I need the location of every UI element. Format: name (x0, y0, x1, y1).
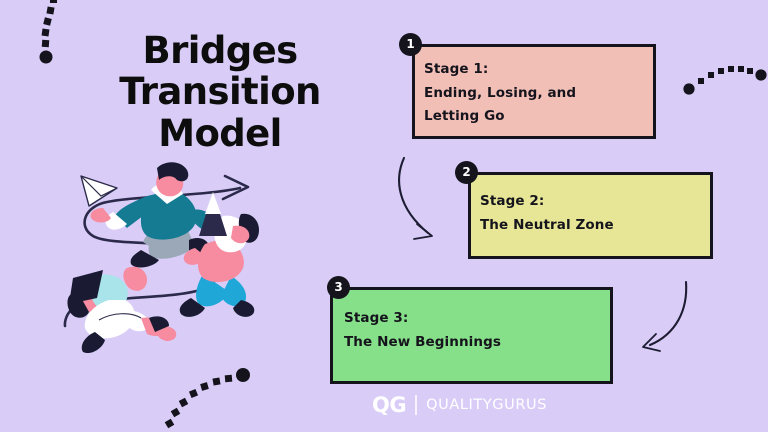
dotted-arc-top-right-icon (683, 66, 767, 95)
stage-2-text: Stage 2: The Neutral Zone (480, 190, 614, 237)
stage-1-text: Stage 1: Ending, Losing, and Letting Go (424, 58, 576, 129)
stage-2-line-1: Stage 2: (480, 193, 545, 209)
logo-wordmark: QUALITYGURUS (426, 396, 548, 413)
stage-2-line-2: The Neutral Zone (480, 216, 614, 233)
stage-1-line-3: Letting Go (424, 108, 505, 125)
dotted-arc-top-left-icon (39, 0, 57, 64)
figure-right (179, 192, 259, 317)
stage-3-text: Stage 3: The New Beginnings (344, 307, 501, 354)
stage-2-badge: 2 (455, 161, 478, 184)
stage-1-badge: 1 (399, 33, 422, 56)
page-title: Bridges Transition Model (70, 29, 370, 155)
stage-1-line-1: Stage 1: (424, 61, 489, 77)
curved-arrow-2-to-3-icon (642, 280, 688, 352)
logo-divider (415, 395, 418, 415)
figure-bottom-left (67, 266, 177, 353)
title-line-3: Model (158, 111, 282, 155)
dotted-arc-bottom-left-icon (164, 368, 250, 429)
stage-3-line-2: The New Beginnings (344, 333, 501, 350)
title-line-1: Bridges (142, 29, 298, 72)
stage-2-box[interactable] (468, 172, 713, 259)
stage-1-box[interactable] (412, 44, 656, 139)
stage-3-line-1: Stage 3: (344, 310, 409, 326)
title-line-2: Transition (119, 70, 321, 114)
stage-3-box[interactable] (330, 287, 613, 384)
stage-1-line-2: Ending, Losing, and (424, 84, 577, 101)
people-on-winding-path-illustration (63, 162, 259, 353)
stage-3-badge: 3 (327, 276, 350, 299)
quality-gurus-logo: QG QUALITYGURUS (372, 392, 547, 418)
curved-arrow-1-to-2-icon (398, 156, 433, 240)
logo-mark: QG (372, 392, 407, 417)
